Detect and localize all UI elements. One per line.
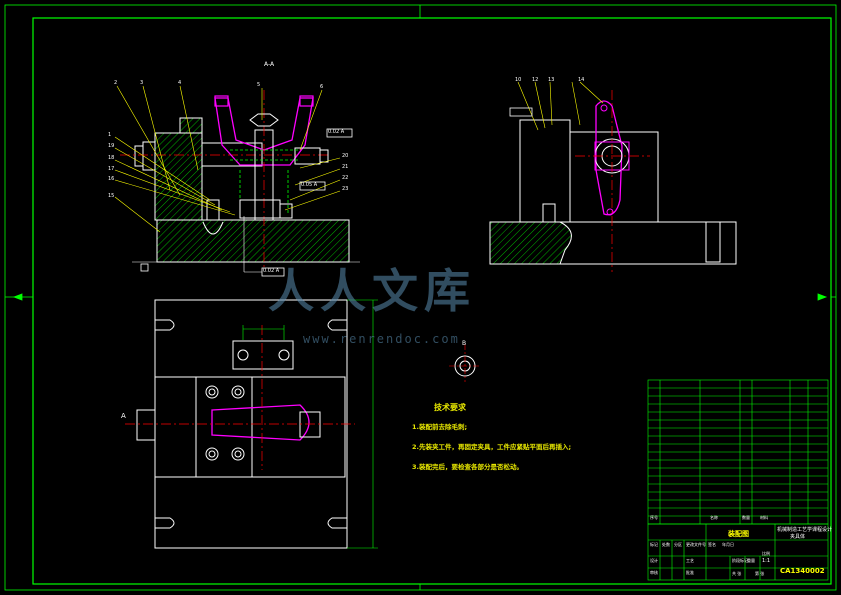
product-subname: 夹具体 xyxy=(790,534,806,540)
detail-label: B xyxy=(462,340,467,347)
sheet-inner-frame xyxy=(32,17,832,585)
balloon-number: 19 xyxy=(108,143,115,149)
section-label: A-A xyxy=(264,61,275,68)
balloon-number: 17 xyxy=(108,166,115,172)
technical-requirements-title: 技术要求 xyxy=(434,403,466,412)
tolerance-frame-text: 0.02 A xyxy=(263,268,280,274)
title-block-label: 重量 xyxy=(747,558,755,563)
drawing-number: CA1340002 xyxy=(780,567,825,575)
side-view xyxy=(489,81,737,272)
title-block-label: 阶段标记 xyxy=(732,558,748,563)
title-block-label: 第 张 xyxy=(755,571,765,576)
watermark-text: 人人文库 xyxy=(268,264,476,318)
title-block-label: 分区 xyxy=(674,542,682,547)
balloon-number: 4 xyxy=(178,80,182,86)
title-block-label: 更改文件号 xyxy=(686,542,706,547)
balloon-number: 22 xyxy=(342,175,349,181)
requirement-item: 3.装配完后，要检查各部分是否松动。 xyxy=(412,463,523,471)
detail-b-view xyxy=(449,344,481,382)
balloon-number: 15 xyxy=(108,193,115,199)
title-block-label: 设计 xyxy=(650,558,658,563)
sheet-outer-border xyxy=(4,4,837,591)
parts-list-rows xyxy=(648,387,828,517)
balloon-number: 2 xyxy=(114,80,118,86)
centering-marks xyxy=(5,5,836,590)
requirement-item: 1.装配前去除毛刺; xyxy=(412,423,468,431)
title-block-label: 批准 xyxy=(686,570,694,575)
tolerance-frame-text: 0.02 A xyxy=(328,129,345,135)
title-block-label: 比例 xyxy=(762,551,770,556)
assembly-title: 装配图 xyxy=(728,530,749,538)
balloon-number: 5 xyxy=(257,82,261,88)
title-block-label: 序号 xyxy=(650,515,658,520)
title-block-label: 签名 xyxy=(708,542,716,547)
balloon-number: 6 xyxy=(320,84,324,90)
balloon-number: 10 xyxy=(515,77,522,83)
tolerance-frame-text: 0.05 A xyxy=(301,182,318,188)
balloon-number: 16 xyxy=(108,176,115,182)
balloon-number: 1 xyxy=(108,132,112,138)
title-block-label: 工艺 xyxy=(686,558,694,563)
title-block-label: 材料 xyxy=(760,515,768,520)
balloon-number: 12 xyxy=(532,77,539,83)
product-name: 机械制造工艺学课程设计 xyxy=(777,527,833,533)
top-view xyxy=(125,299,378,549)
title-block-label: 共 张 xyxy=(732,571,742,576)
balloon-number: 21 xyxy=(342,164,349,170)
balloon-number: 14 xyxy=(578,77,585,83)
title-block-label: 审核 xyxy=(650,570,658,575)
view-arrow-label: A xyxy=(121,412,126,420)
title-block xyxy=(647,523,829,581)
technical-requirements: 技术要求 1.装配前去除毛刺; 2.先装夹工件，再固定夹具，工件应紧贴平面后再插… xyxy=(412,402,642,481)
watermark-url: www.renrendoc.com xyxy=(303,332,460,346)
title-block-label: 标记 xyxy=(650,542,658,547)
balloon-number: 20 xyxy=(342,153,349,159)
title-block-label: 处数 xyxy=(662,542,670,547)
requirement-item: 2.先装夹工件，再固定夹具，工件应紧贴平面后再插入; xyxy=(412,443,572,451)
balloon-number: 23 xyxy=(342,186,349,192)
balloon-number: 3 xyxy=(140,80,144,86)
front-section-view xyxy=(114,85,360,277)
title-block-label: 数量 xyxy=(742,515,750,520)
scale-value: 1:1 xyxy=(762,558,771,564)
title-block-label: 年月日 xyxy=(722,542,734,547)
balloon-number: 13 xyxy=(548,77,555,83)
balloon-number: 18 xyxy=(108,155,115,161)
title-block-label: 名称 xyxy=(710,515,718,520)
